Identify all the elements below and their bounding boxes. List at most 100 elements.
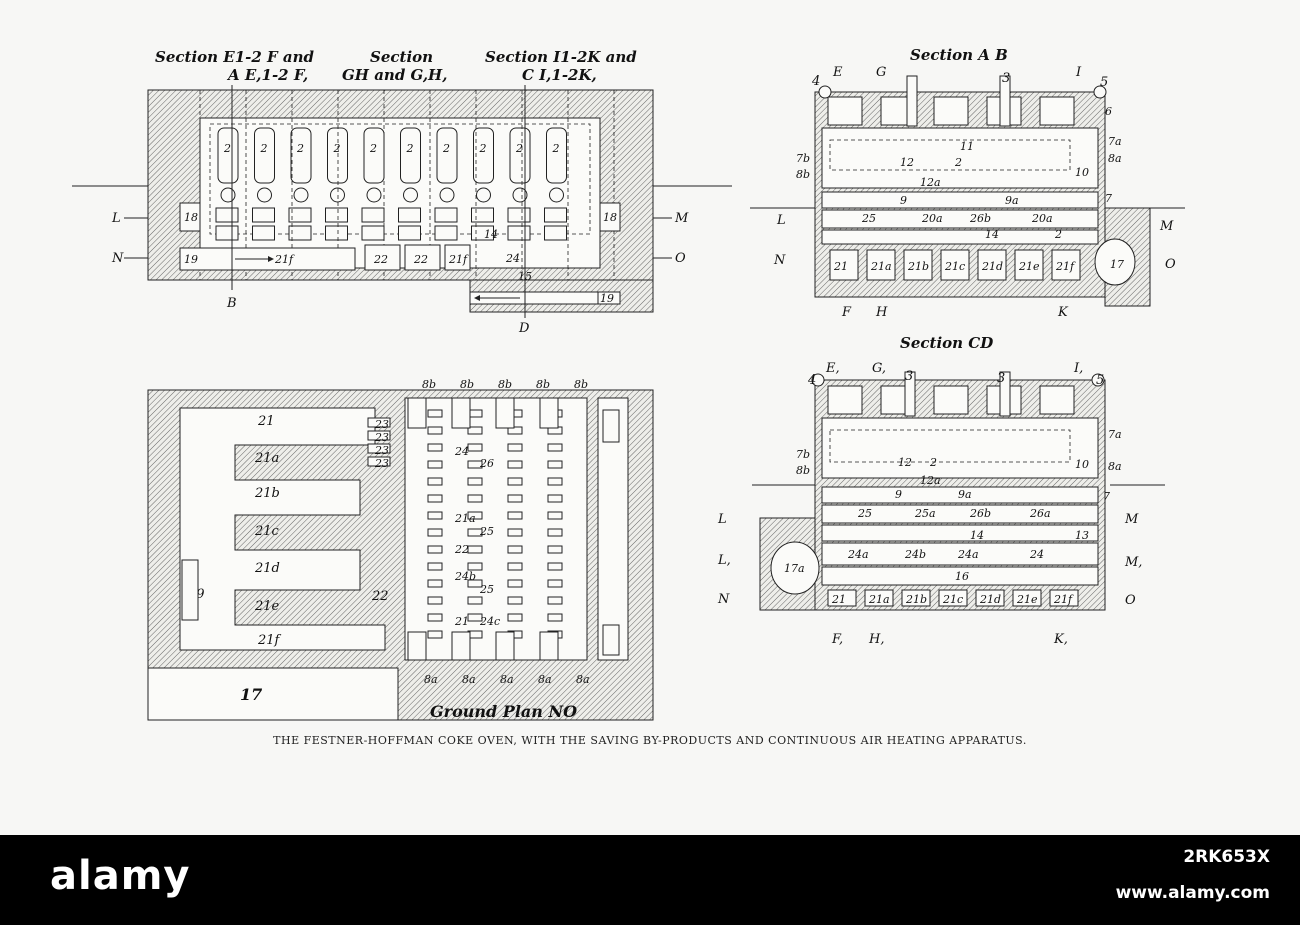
- mark-8b: 8b: [536, 378, 550, 391]
- regenerator-slot: [427, 494, 443, 503]
- regenerator-slot: [507, 511, 523, 520]
- mark-8b: 8b: [574, 378, 588, 391]
- regenerator-port: [439, 187, 455, 203]
- ground-plan-label: 26: [479, 457, 494, 470]
- ground-plan-label: 24: [454, 445, 469, 458]
- ab-side-l: L: [776, 213, 786, 228]
- regenerator-slot: [547, 545, 563, 554]
- regenerator-slot: [467, 613, 483, 622]
- oven-label: 2: [296, 142, 304, 155]
- flue-label: 21: [831, 593, 846, 606]
- section-ab-label: 9a: [1005, 194, 1019, 207]
- oven-chamber: [436, 127, 458, 184]
- label-19-right: 19: [600, 292, 614, 305]
- stock-footer-band: alamy 2RK653X www.alamy.com: [0, 835, 1300, 925]
- flue-label: 21e: [1018, 260, 1040, 273]
- heating-flue: [829, 249, 859, 281]
- section-ab-label: 6: [1105, 105, 1112, 118]
- heading-section-gh: Section: [370, 48, 433, 66]
- heading-section-gh-sub: GH and G,H,: [342, 66, 447, 84]
- section-ab-label: 20a: [1031, 212, 1053, 225]
- ab-side-n: N: [773, 253, 786, 268]
- section-cd-label: 12a: [920, 474, 941, 487]
- image-id-text: 2RK653X: [1183, 847, 1270, 867]
- port-notch: [539, 631, 559, 661]
- regenerator-slot: [547, 511, 563, 520]
- charging-pipe: [999, 75, 1011, 127]
- section-cd-label: 9: [895, 488, 902, 501]
- regenerator-slot: [467, 596, 483, 605]
- regenerator-slot: [507, 528, 523, 537]
- regenerator-port: [220, 187, 236, 203]
- regenerator-port: [549, 187, 564, 203]
- regenerator-slot: [507, 477, 523, 486]
- flue-box: [507, 207, 531, 223]
- section-cd-label: 7b: [796, 448, 810, 461]
- flue-label: 21: [257, 414, 275, 429]
- heading-section-ef: Section E1-2 F and: [155, 48, 315, 66]
- flue-box: [325, 225, 348, 241]
- flue-box: [398, 207, 421, 223]
- section-ab-label: 14: [985, 228, 999, 241]
- cd-side-n: N: [717, 592, 730, 607]
- top-label: 5: [1100, 75, 1108, 90]
- regenerator-port: [403, 187, 418, 203]
- section-ab-title: Section A B: [910, 46, 1008, 64]
- label-18-right: 18: [603, 211, 617, 224]
- cd-bottom-f: F,: [831, 632, 843, 647]
- section-cd-label: 26a: [1029, 507, 1051, 520]
- oven-chamber: [217, 127, 239, 184]
- port-notch: [407, 397, 427, 429]
- flue-label: 21e: [1016, 593, 1038, 606]
- label-19-left: 19: [184, 253, 198, 266]
- regenerator-slot: [427, 562, 443, 571]
- section-ab-label: 9: [900, 194, 907, 207]
- flue-box: [434, 225, 458, 241]
- cd-bottom-h: H,: [868, 632, 884, 647]
- oven-chamber: [546, 127, 567, 184]
- oven-label: 2: [515, 142, 523, 155]
- flue-box: [288, 207, 312, 223]
- regenerator-slot: [507, 562, 523, 571]
- flue-label: 21d: [979, 593, 1001, 606]
- flue-label: 21c: [944, 260, 965, 273]
- section-ab-label: 26b: [969, 212, 991, 225]
- regenerator-slot: [427, 443, 443, 452]
- regenerator-slot: [467, 511, 483, 520]
- top-chamber: [1039, 96, 1075, 126]
- ground-plan-label: 21a: [454, 512, 476, 525]
- oven-label: 2: [223, 142, 231, 155]
- ground-plan-label: 23: [374, 431, 389, 444]
- section-cd-label: 13: [1075, 529, 1089, 542]
- flue-box: [215, 225, 239, 241]
- port-notch: [495, 631, 515, 661]
- heating-flue: [1051, 249, 1081, 281]
- regenerator-slot: [427, 460, 443, 469]
- heating-flue: [864, 589, 894, 607]
- flue-label: 21a: [870, 260, 892, 273]
- regenerator-slot: [507, 426, 523, 435]
- flue-label: 21: [833, 260, 848, 273]
- side-label-l: L: [111, 211, 121, 226]
- flue-box: [544, 225, 567, 241]
- flue-label: 21c: [942, 593, 963, 606]
- section-cd-title: Section CD: [900, 334, 993, 352]
- top-label: I: [1075, 65, 1082, 80]
- regenerator-port: [330, 187, 345, 203]
- flue-label: 21d: [981, 260, 1003, 273]
- ground-plan-label: 21: [454, 615, 469, 628]
- label-21f: 21f: [274, 253, 295, 266]
- regenerator-slot: [507, 579, 523, 588]
- section-cd-label: 24: [1029, 548, 1044, 561]
- oven-chamber: [290, 127, 312, 184]
- gas-main: [811, 373, 825, 387]
- bottom-label-b: B: [226, 296, 237, 311]
- section-cd-label: 9a: [958, 488, 972, 501]
- ground-plan-17: 17: [240, 685, 262, 704]
- gas-main: [1093, 85, 1107, 99]
- charging-pipe: [906, 75, 918, 127]
- cd-side-m2: M,: [1124, 555, 1142, 570]
- cd-side-l: L: [717, 512, 727, 527]
- label-21f-b: 21f: [448, 253, 469, 266]
